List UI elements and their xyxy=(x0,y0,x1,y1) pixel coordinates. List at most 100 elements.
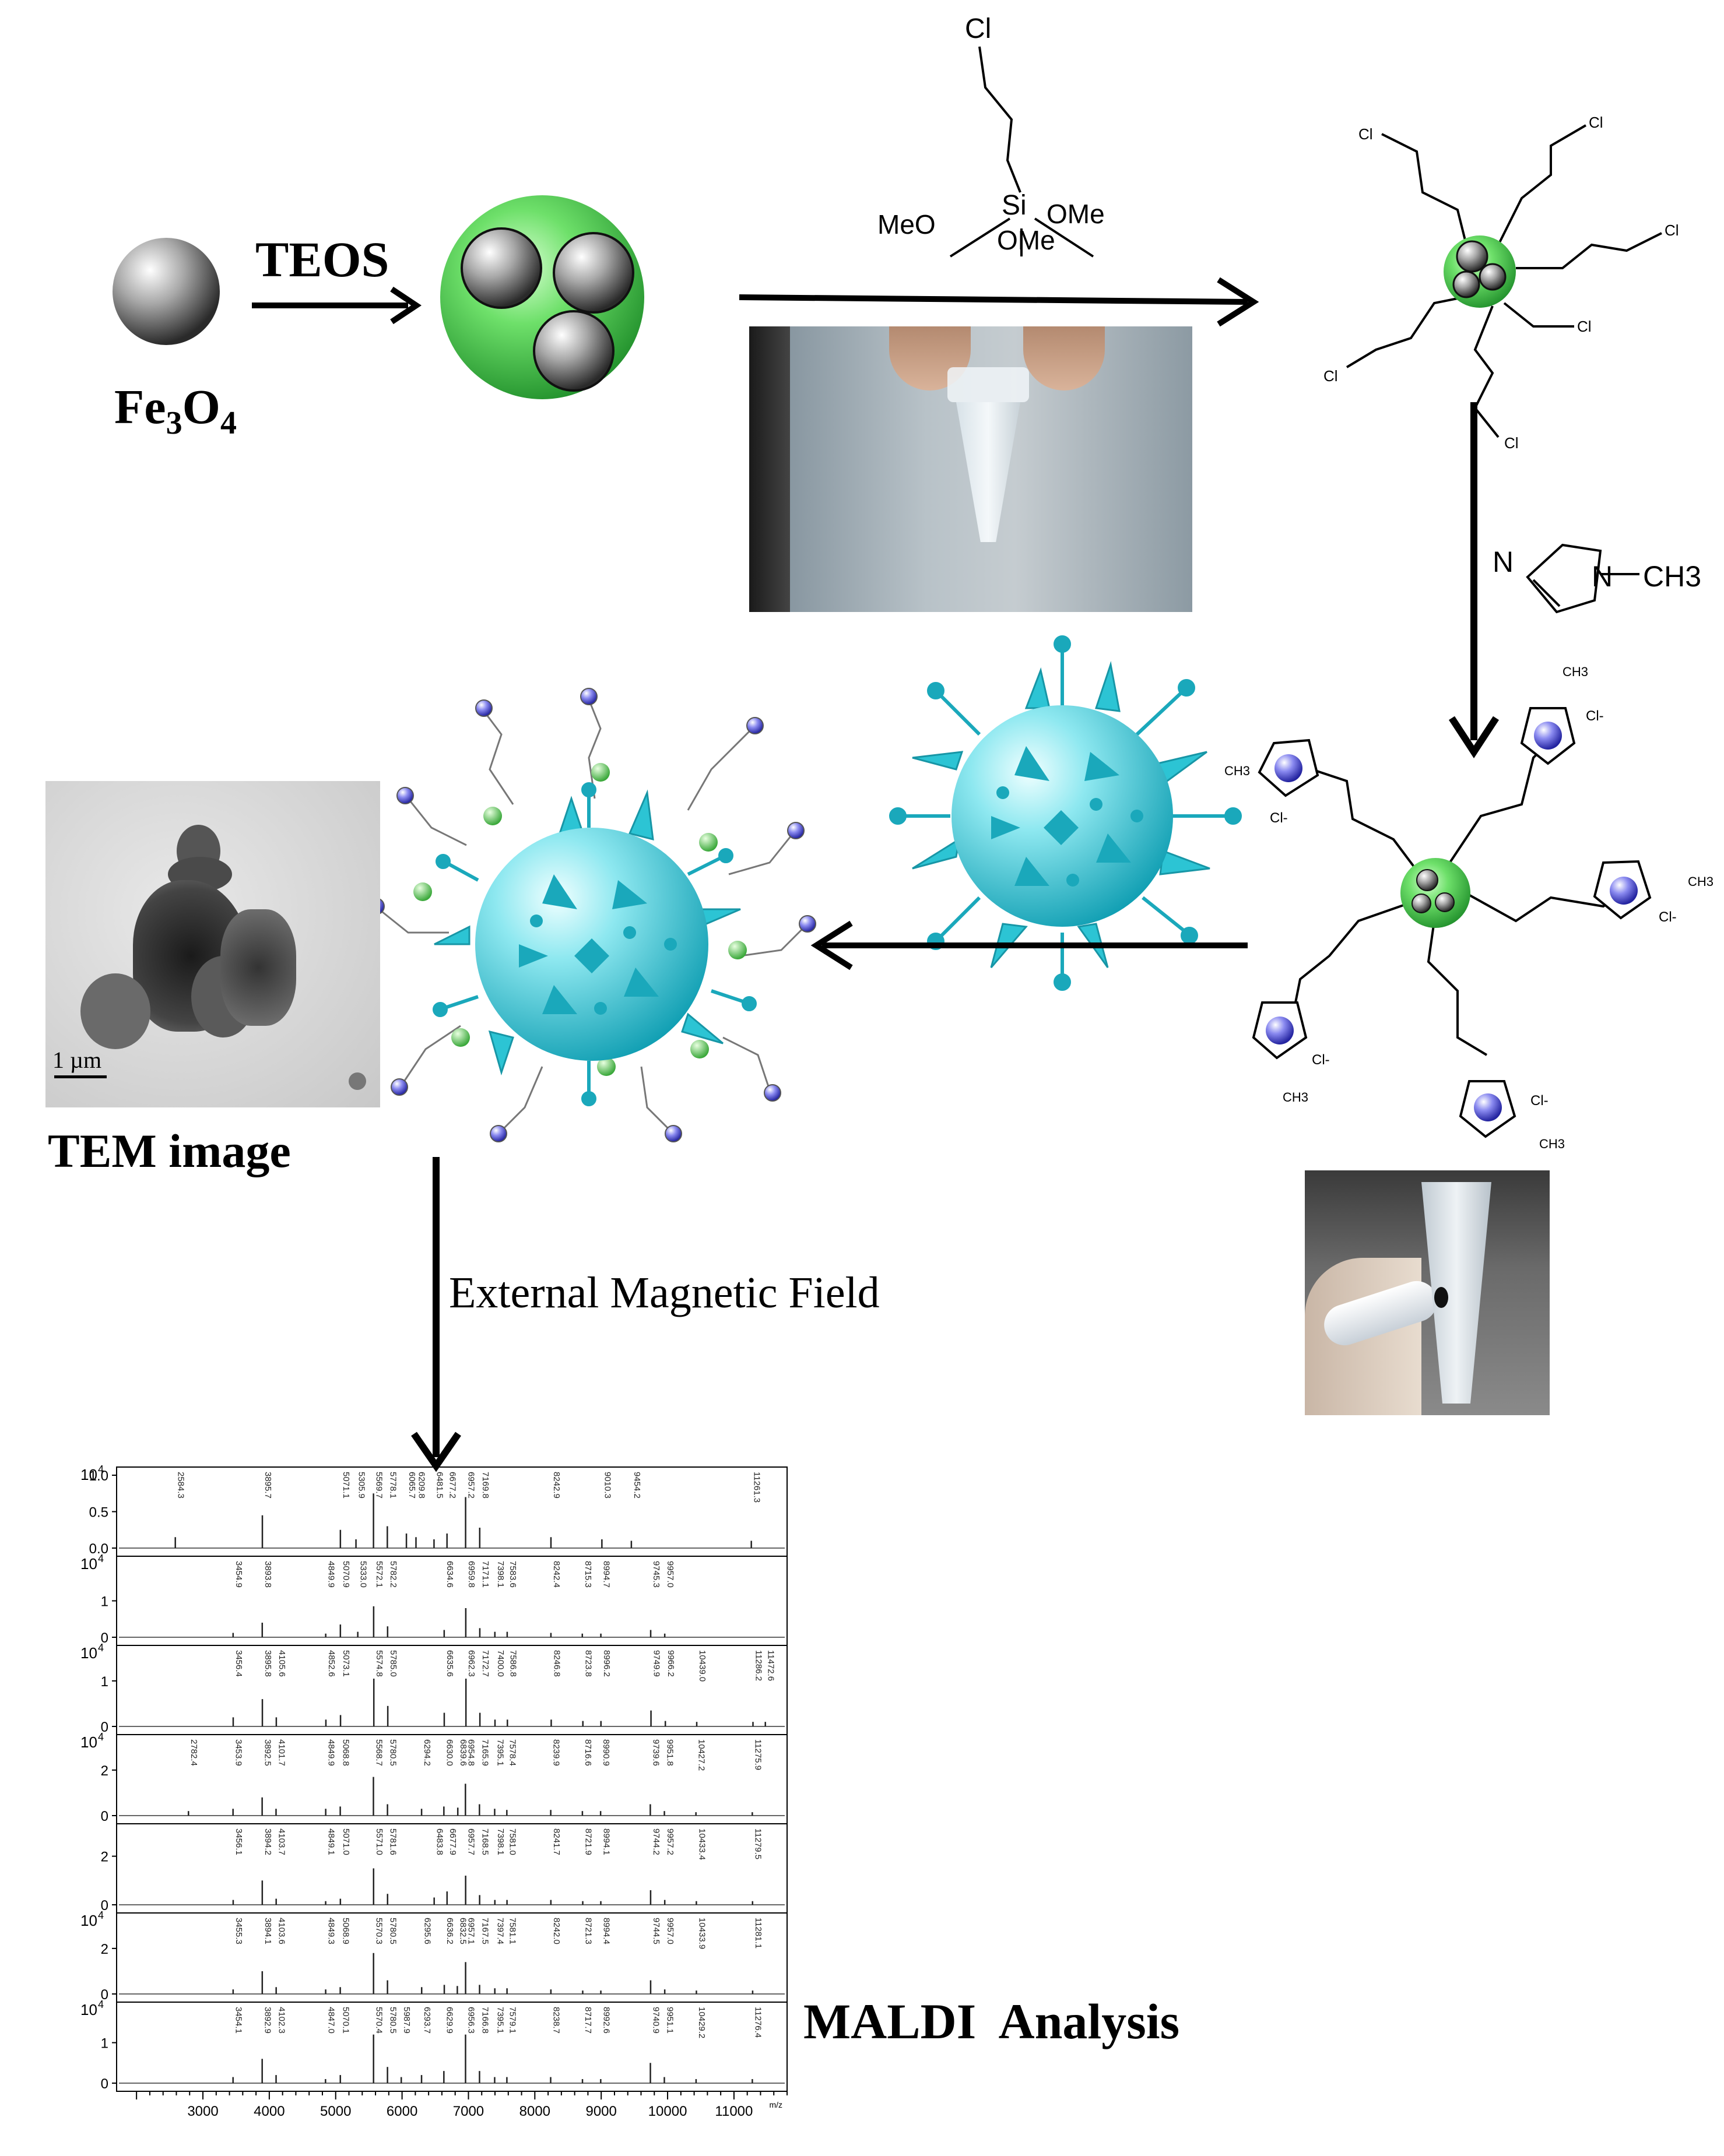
peak-label: 9951.1 xyxy=(665,2007,675,2034)
imidazolium-counterion-label: Cl- xyxy=(1312,1052,1330,1068)
external-field-label: External Magnetic Field xyxy=(449,1268,880,1317)
y-exponent-label: 10 xyxy=(80,1912,97,1929)
chain-cl-label: Cl xyxy=(1577,318,1592,335)
peak-label: 5073.1 xyxy=(341,1650,351,1677)
peak-label: 11276.4 xyxy=(753,2007,763,2038)
peak-label: 9744.2 xyxy=(651,1828,661,1855)
x-tick-label: 8000 xyxy=(519,2104,550,2119)
magnetic-separation-arrow xyxy=(411,1157,461,1472)
peak-label: 5071.1 xyxy=(341,1472,351,1499)
spectrum-panel-frame xyxy=(116,2002,788,2092)
peak-label: 7168.5 xyxy=(480,1828,490,1855)
peak-label: 5778.1 xyxy=(388,1472,398,1499)
peak-label: 11261.3 xyxy=(752,1472,762,1503)
y-tick-label: 0 xyxy=(101,1809,108,1824)
peak-label: 6957.1 xyxy=(466,1918,476,1944)
peak-label: 3454.9 xyxy=(234,1561,244,1588)
peak-label: 8715.3 xyxy=(583,1561,593,1588)
y-tick-label: 0 xyxy=(101,1630,108,1646)
y-tick-label: 0 xyxy=(101,1898,108,1914)
peak-label: 11281.1 xyxy=(753,1918,763,1949)
peak-label: 8994.4 xyxy=(602,1918,612,1944)
peak-label: 7171.1 xyxy=(480,1561,490,1588)
peak-label: 7398.1 xyxy=(496,1561,505,1588)
peak-label: 7400.0 xyxy=(496,1650,505,1677)
peak-label: 11275.9 xyxy=(753,1739,763,1770)
tem-image-label: TEM image xyxy=(48,1124,291,1177)
peak-label: 8721.3 xyxy=(583,1918,593,1944)
peak-label: 3456.1 xyxy=(234,1828,244,1855)
peak-label: 6959.8 xyxy=(466,1561,476,1588)
peak-label: 2584.3 xyxy=(176,1472,186,1499)
x-tick-label: 10000 xyxy=(648,2104,687,2119)
peak-label: 6677.9 xyxy=(448,1828,458,1855)
peak-label: 6634.6 xyxy=(445,1561,455,1588)
peak-label: 6832.5 xyxy=(458,1918,468,1944)
peak-label: 6957.7 xyxy=(466,1828,476,1855)
peak-label: 6636.2 xyxy=(445,1918,455,1944)
peak-label: 7398.1 xyxy=(496,1828,505,1855)
vial-photo-top xyxy=(749,326,1192,612)
y-tick-label: 1 xyxy=(101,1674,108,1690)
peak-label: 8241.7 xyxy=(552,1828,561,1855)
peak-label: 4847.0 xyxy=(326,2007,336,2034)
y-tick-label: 0.5 xyxy=(89,1505,108,1521)
y-tick-label: 0 xyxy=(101,1987,108,2003)
peak-label: 5780.5 xyxy=(388,1918,398,1944)
peak-label: 7583.6 xyxy=(508,1561,518,1588)
peak-label: 9966.2 xyxy=(666,1650,676,1677)
peak-label: 5987.9 xyxy=(402,2007,412,2034)
methylimidazole-n1-label: N xyxy=(1493,546,1514,578)
imidazolium-core xyxy=(1400,858,1470,928)
peak-label: 10433.4 xyxy=(697,1828,707,1860)
peak-label: 8717.7 xyxy=(583,2007,593,2034)
peak-label: 7586.8 xyxy=(508,1650,518,1677)
imidazolium-counterion-label: Cl- xyxy=(1659,909,1677,925)
imidazolium-counterion-label: Cl- xyxy=(1270,810,1288,826)
y-tick-label: 1 xyxy=(101,1594,108,1610)
peak-label: 10433.9 xyxy=(697,1918,707,1949)
peak-label: 5781.6 xyxy=(388,1828,398,1855)
peak-label: 6481.5 xyxy=(434,1472,444,1499)
methylimidazole-n2-label: N xyxy=(1592,560,1613,593)
x-tick-label: 11000 xyxy=(715,2104,753,2119)
peak-label: 5068.8 xyxy=(341,1739,351,1766)
peak-label: 9744.5 xyxy=(651,1918,661,1944)
silanization-arrow xyxy=(739,277,1259,327)
peak-label: 10427.2 xyxy=(697,1739,707,1771)
imidazolium-counterion-label: Cl- xyxy=(1586,708,1604,724)
peak-label: 7172.7 xyxy=(480,1650,490,1677)
silane-meo-label: MeO xyxy=(877,209,936,240)
peak-label: 8716.6 xyxy=(583,1739,593,1766)
peak-label: 5570.4 xyxy=(374,2007,384,2034)
peak-label: 5782.2 xyxy=(388,1561,398,1588)
peak-label: 5574.8 xyxy=(374,1650,384,1677)
peak-label: 9010.3 xyxy=(602,1472,612,1499)
peak-label: 6295.6 xyxy=(422,1918,432,1944)
y-exponent-sup: 4 xyxy=(98,1999,104,2010)
peak-label: 7169.8 xyxy=(480,1472,490,1499)
peak-label: 7579.1 xyxy=(507,2007,517,2034)
y-tick-label: 0 xyxy=(101,2076,108,2092)
peak-label: 6956.3 xyxy=(466,2007,476,2034)
peak-label: 5571.0 xyxy=(374,1828,384,1855)
peak-label: 10429.2 xyxy=(697,2007,707,2038)
peak-label: 4103.6 xyxy=(277,1918,287,1944)
peak-label: 3456.4 xyxy=(234,1650,244,1677)
x-tick-label: 4000 xyxy=(254,2104,285,2119)
y-tick-label: 1 xyxy=(101,2036,108,2052)
peak-label: 7395.1 xyxy=(495,1739,505,1766)
peak-label: 8242.9 xyxy=(552,1472,561,1499)
peak-label: 8238.7 xyxy=(552,2007,561,2034)
peak-label: 6962.3 xyxy=(466,1650,476,1677)
peak-label: 3454.1 xyxy=(234,2007,244,2034)
peak-label: 7578.4 xyxy=(507,1739,517,1766)
peak-label: 9740.9 xyxy=(651,2007,661,2034)
peak-label: 3892.5 xyxy=(263,1739,273,1766)
peak-label: 9739.6 xyxy=(651,1739,661,1766)
peak-label: 3894.1 xyxy=(263,1918,273,1944)
chain-cl-label: Cl xyxy=(1589,114,1603,131)
peak-label: 6629.9 xyxy=(444,2007,454,2034)
